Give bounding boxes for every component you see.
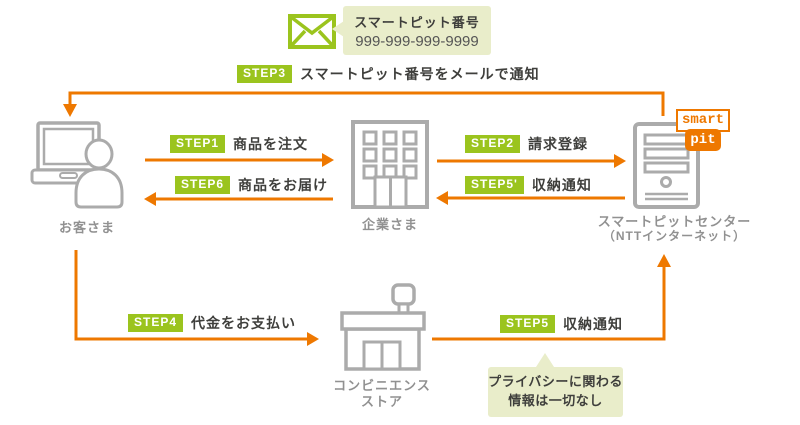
step3-label: スマートピット番号をメールで通知 xyxy=(300,66,540,82)
step2-badge: STEP2 xyxy=(465,134,521,154)
customer-icon xyxy=(30,121,124,209)
bubble-tail-left xyxy=(332,21,344,37)
server-icon xyxy=(633,122,700,209)
step5-badge: STEP5 xyxy=(500,314,556,334)
privacy-note-line1: プライバシーに関わる xyxy=(488,374,623,390)
smartpit-logo-pit: pit xyxy=(685,129,721,151)
privacy-note-bubble: プライバシーに関わる 情報は一切なし xyxy=(488,353,623,417)
arrow-step4-payment xyxy=(74,250,319,346)
step5d-badge: STEP5' xyxy=(465,175,524,195)
bubble-tail-up xyxy=(536,353,554,367)
arrow-step6-deliver xyxy=(144,192,333,206)
center-label-line2: （NTTインターネット） xyxy=(602,229,747,243)
step5-label: 収納通知 xyxy=(563,316,624,332)
step1-row: STEP1 商品を注文 xyxy=(170,134,308,154)
step2-row: STEP2 請求登録 xyxy=(465,134,588,154)
smartpit-logo: smart pit xyxy=(676,109,730,153)
smartpit-number-title: スマートピット番号 xyxy=(354,14,480,30)
arrow-step5-receipt-notice xyxy=(432,254,671,341)
step4-badge: STEP4 xyxy=(128,313,184,333)
arrow-step1-order xyxy=(145,153,334,167)
smartpit-logo-smart: smart xyxy=(676,109,730,132)
smartpit-number-value: 999-999-999-9999 xyxy=(355,32,479,50)
step2-label: 請求登録 xyxy=(528,136,589,152)
step5-row: STEP5 収納通知 xyxy=(500,314,623,334)
step5d-label: 収納通知 xyxy=(531,177,592,193)
company-label: 企業さま xyxy=(361,217,418,232)
arrow-step5d-receipt-notice xyxy=(436,191,625,205)
mail-envelope-icon xyxy=(288,14,336,49)
step3-badge: STEP3 xyxy=(237,64,293,84)
step1-label: 商品を注文 xyxy=(233,136,309,152)
step4-row: STEP4 代金をお支払い xyxy=(128,313,296,333)
arrow-step3-mail-notice xyxy=(63,91,665,117)
step4-label: 代金をお支払い xyxy=(191,315,297,331)
company-building-icon xyxy=(351,120,429,209)
step3-row: STEP3 スマートピット番号をメールで通知 xyxy=(237,64,540,84)
privacy-note-line2: 情報は一切なし xyxy=(508,393,603,408)
store-label-line1: コンビニエンス xyxy=(333,378,431,393)
step6-label: 商品をお届け xyxy=(238,177,329,193)
convenience-store-icon xyxy=(340,283,426,371)
step6-row: STEP6 商品をお届け xyxy=(175,175,328,195)
store-label-line2: ストア xyxy=(360,394,403,409)
arrow-step2-billing xyxy=(437,154,626,168)
step6-badge: STEP6 xyxy=(175,175,231,195)
privacy-note-text: プライバシーに関わる 情報は一切なし xyxy=(488,373,623,411)
customer-label: お客さま xyxy=(58,220,115,235)
step1-badge: STEP1 xyxy=(170,134,226,154)
step5d-row: STEP5' 収納通知 xyxy=(465,175,592,195)
smartpit-number-bubble: スマートピット番号 999-999-999-9999 xyxy=(332,6,491,55)
center-label-line1: スマートピットセンター xyxy=(597,214,752,229)
